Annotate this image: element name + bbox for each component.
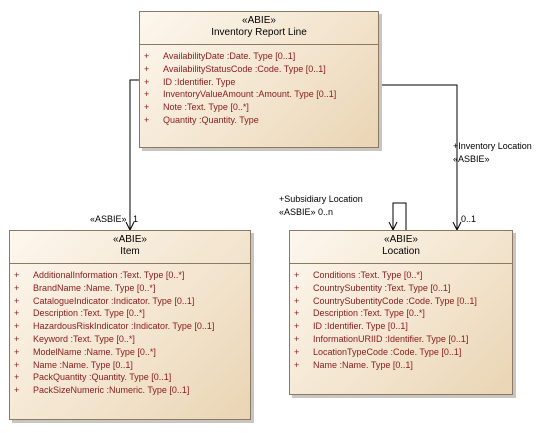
attribute-row[interactable]: + CountrySubentityCode :Code. Type [0..1] — [294, 295, 508, 308]
attribute-row[interactable]: + AdditionalInformation :Text. Type [0..*… — [14, 269, 246, 282]
class-stereotype: «ABIE» — [242, 15, 276, 26]
class-item[interactable]: «ABIE» Item + AdditionalInformation :Text… — [9, 230, 251, 420]
visibility-marker: + — [14, 308, 20, 319]
attribute-list: + AdditionalInformation :Text. Type [0..*… — [10, 264, 250, 397]
visibility-marker: + — [14, 270, 20, 280]
attribute-row[interactable]: + Name :Name. Type [0..1] — [294, 359, 508, 372]
inventory-location-association-line — [380, 84, 457, 230]
attribute-row[interactable]: + Note :Text. Type [0..*] — [144, 101, 374, 114]
attribute-list: + AvailabilityDate :Date. Type [0..1] + Ava… — [140, 45, 378, 127]
attribute-row[interactable]: + Name :Name. Type [0..1] — [14, 359, 246, 372]
inventory-location-stereotype: «ASBIE» — [453, 154, 490, 164]
attribute-text: PackQuantity :Quantity. Type [0..1] — [33, 372, 172, 383]
attribute-text: ID :Identifier. Type — [163, 76, 236, 87]
attribute-row[interactable]: + InventoryValueAmount :Amount. Type [0..… — [144, 88, 374, 101]
item-association-multiplicity: 1 — [133, 214, 139, 224]
class-stereotype: «ABIE» — [384, 234, 418, 245]
attribute-row[interactable]: + BrandName :Name. Type [0..*] — [14, 282, 246, 295]
attribute-row[interactable]: + HazardousRiskIndicator :Indicator. Type… — [14, 320, 246, 333]
visibility-marker: + — [14, 385, 20, 396]
class-inventory-report-line[interactable]: «ABIE» Inventory Report Line + Availabili… — [139, 11, 379, 148]
attribute-text: AvailabilityDate :Date. Type [0..1] — [163, 51, 296, 61]
class-name: Inventory Report Line — [211, 27, 307, 38]
visibility-marker: + — [144, 63, 150, 74]
attribute-row[interactable]: + Quantity :Quantity. Type — [144, 114, 374, 127]
attribute-row[interactable]: + LocationTypeCode :Code. Type [0..1] — [294, 346, 508, 359]
attribute-text: Description :Text. Type [0..*] — [313, 308, 425, 319]
attribute-text: ModelName :Name. Type [0..*] — [33, 346, 156, 357]
subsidiary-location-association-line — [393, 202, 407, 230]
visibility-marker: + — [14, 333, 20, 344]
class-location[interactable]: «ABIE» Location + Conditions :Text. Type … — [289, 230, 513, 395]
attribute-row[interactable]: + Description :Text. Type [0..*] — [14, 307, 246, 320]
visibility-marker: + — [14, 346, 20, 357]
attribute-list: + Conditions :Text. Type [0..*] + CountrySu… — [290, 264, 512, 371]
attribute-text: ID :Identifier. Type [0..1] — [313, 321, 408, 332]
visibility-marker: + — [14, 321, 20, 332]
attribute-text: HazardousRiskIndicator :Indicator. Type … — [33, 321, 215, 332]
attribute-row[interactable]: + Keyword :Text. Type [0..*] — [14, 333, 246, 346]
visibility-marker: + — [294, 359, 300, 370]
visibility-marker: + — [144, 76, 150, 87]
visibility-marker: + — [144, 102, 150, 113]
class-stereotype: «ABIE» — [113, 234, 147, 245]
attribute-text: InformationURIID :Identifier. Type [0..1… — [313, 333, 469, 344]
attribute-row[interactable]: + PackQuantity :Quantity. Type [0..1] — [14, 371, 246, 384]
attribute-text: Keyword :Text. Type [0..*] — [33, 333, 135, 344]
visibility-marker: + — [14, 295, 20, 306]
attribute-text: Name :Name. Type [0..1] — [33, 359, 133, 370]
attribute-row[interactable]: + Conditions :Text. Type [0..*] — [294, 269, 508, 282]
attribute-text: Conditions :Text. Type [0..*] — [313, 270, 423, 280]
attribute-text: AdditionalInformation :Text. Type [0..*] — [33, 270, 185, 280]
visibility-marker: + — [294, 270, 300, 280]
inventory-location-multiplicity: 0..1 — [461, 214, 477, 224]
class-name: Location — [382, 246, 420, 257]
attribute-row[interactable]: + CatalogueIndicator :Indicator. Type [0.… — [14, 295, 246, 308]
item-association-stereotype: «ASBIE» — [90, 214, 127, 224]
attribute-row[interactable]: + InformationURIID :Identifier. Type [0..… — [294, 333, 508, 346]
attribute-text: BrandName :Name. Type [0..*] — [33, 282, 156, 293]
item-association-line — [130, 79, 139, 230]
visibility-marker: + — [144, 114, 150, 125]
class-header: «ABIE» Location — [290, 231, 512, 264]
inventory-location-role: +Inventory Location — [453, 141, 532, 151]
visibility-marker: + — [294, 346, 300, 357]
attribute-text: Name :Name. Type [0..1] — [313, 359, 413, 370]
visibility-marker: + — [294, 321, 300, 332]
attribute-text: InventoryValueAmount :Amount. Type [0..1… — [163, 89, 337, 100]
visibility-marker: + — [294, 308, 300, 319]
attribute-text: CountrySubentityCode :Code. Type [0..1] — [313, 295, 477, 306]
visibility-marker: + — [294, 333, 300, 344]
visibility-marker: + — [14, 282, 20, 293]
visibility-marker: + — [144, 89, 150, 100]
subsidiary-location-stereotype-multiplicity: «ASBIE» 0..n — [279, 207, 334, 217]
visibility-marker: + — [14, 372, 20, 383]
class-name: Item — [120, 246, 140, 257]
attribute-row[interactable]: + ID :Identifier. Type [0..1] — [294, 320, 508, 333]
subsidiary-location-role: +Subsidiary Location — [279, 194, 363, 204]
attribute-text: CatalogueIndicator :Indicator. Type [0..… — [33, 295, 195, 306]
attribute-row[interactable]: + PackSizeNumeric :Numeric. Type [0..1] — [14, 384, 246, 397]
visibility-marker: + — [14, 359, 20, 370]
class-header: «ABIE» Item — [10, 231, 250, 264]
attribute-row[interactable]: + ID :Identifier. Type — [144, 76, 374, 89]
attribute-text: PackSizeNumeric :Numeric. Type [0..1] — [33, 385, 190, 396]
attribute-text: CountrySubentity :Text. Type [0..1] — [313, 282, 451, 293]
visibility-marker: + — [294, 282, 300, 293]
attribute-row[interactable]: + AvailabilityDate :Date. Type [0..1] — [144, 50, 374, 63]
attribute-row[interactable]: + ModelName :Name. Type [0..*] — [14, 346, 246, 359]
visibility-marker: + — [294, 295, 300, 306]
attribute-row[interactable]: + Description :Text. Type [0..*] — [294, 307, 508, 320]
attribute-text: Note :Text. Type [0..*] — [163, 102, 249, 113]
attribute-text: AvailabilityStatusCode :Code. Type [0..1… — [163, 63, 326, 74]
attribute-row[interactable]: + AvailabilityStatusCode :Code. Type [0..… — [144, 63, 374, 76]
attribute-row[interactable]: + CountrySubentity :Text. Type [0..1] — [294, 282, 508, 295]
visibility-marker: + — [144, 51, 150, 61]
class-header: «ABIE» Inventory Report Line — [140, 12, 378, 45]
attribute-text: LocationTypeCode :Code. Type [0..1] — [313, 346, 462, 357]
attribute-text: Description :Text. Type [0..*] — [33, 308, 145, 319]
attribute-text: Quantity :Quantity. Type — [163, 114, 259, 125]
